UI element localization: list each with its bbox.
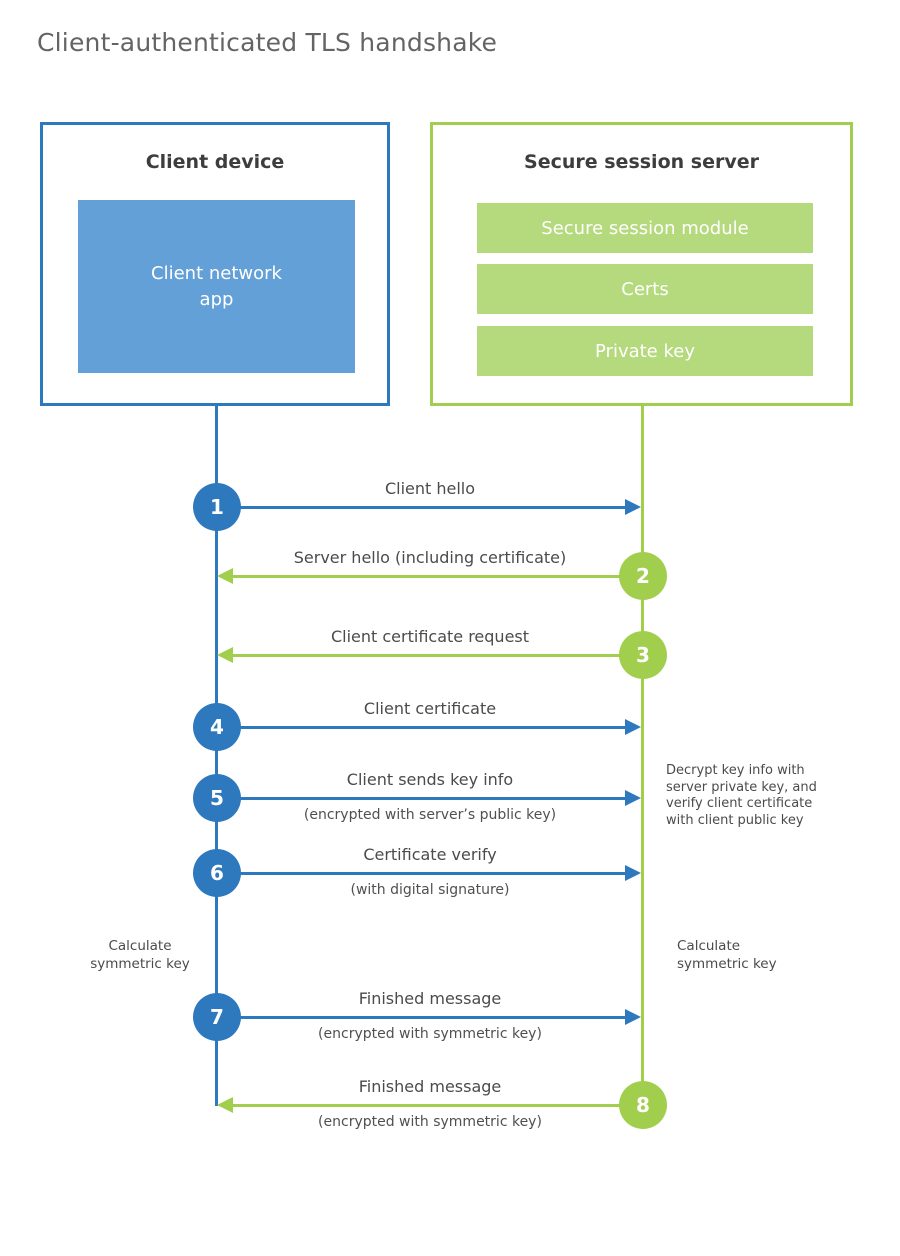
server-lifeline [641,406,644,1129]
arrow-shaft [233,575,643,578]
step-5-badge: 5 [193,774,241,822]
step-6-sublabel: (with digital signature) [350,882,510,898]
step-8-label: Finished message [358,1077,502,1096]
client-network-app-box: Client network app [78,200,355,373]
step-1-badge: 1 [193,483,241,531]
server-module-secure-session: Secure session module [477,203,813,253]
step-2-badge: 2 [619,552,667,600]
arrow-shaft [217,872,627,875]
secure-session-server-title: Secure session server [524,151,759,173]
calculate-symmetric-key-note-client: Calculate symmetric key [90,938,190,972]
step-4-label: Client certificate [363,699,497,718]
page-title: Client-authenticated TLS handshake [37,28,498,57]
arrow-right-icon [625,499,641,515]
arrow-shaft [217,506,627,509]
decrypt-key-note: Decrypt key info with server private key… [666,763,817,828]
step-8-badge: 8 [619,1081,667,1129]
server-module-certs: Certs [477,264,813,314]
step-7-label: Finished message [358,989,502,1008]
arrow-right-icon [625,1009,641,1025]
step-6-label: Certificate verify [363,845,497,864]
step-4-badge: 4 [193,703,241,751]
step-3-badge: 3 [619,631,667,679]
server-module-private-key: Private key [477,326,813,376]
step-2-label: Server hello (including certificate) [293,548,567,567]
arrow-left-icon [217,647,233,663]
step-5-label: Client sends key info [346,770,514,789]
arrow-right-icon [625,719,641,735]
arrow-shaft [233,654,643,657]
step-3-label: Client certificate request [330,627,530,646]
step-7-badge: 7 [193,993,241,1041]
arrow-left-icon [217,1097,233,1113]
arrow-right-icon [625,790,641,806]
arrow-shaft [233,1104,643,1107]
client-device-box: Client device Client network app [40,122,390,406]
step-5-sublabel: (encrypted with server’s public key) [303,807,557,823]
arrow-shaft [217,726,627,729]
step-8-sublabel: (encrypted with symmetric key) [318,1114,542,1130]
arrow-right-icon [625,865,641,881]
step-7-sublabel: (encrypted with symmetric key) [318,1026,542,1042]
arrow-left-icon [217,568,233,584]
arrow-shaft [217,1016,627,1019]
secure-session-server-box: Secure session server Secure session mod… [430,122,853,406]
arrow-shaft [217,797,627,800]
client-lifeline [215,406,218,1106]
step-6-badge: 6 [193,849,241,897]
client-device-title: Client device [145,151,285,173]
step-1-label: Client hello [384,479,476,498]
calculate-symmetric-key-note-server: Calculate symmetric key [677,938,777,972]
